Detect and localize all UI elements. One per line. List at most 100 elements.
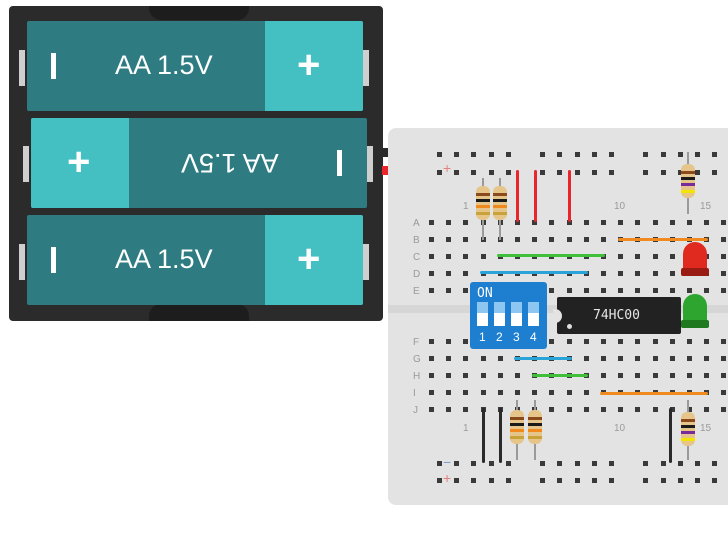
breadboard-hole[interactable] <box>463 220 468 225</box>
breadboard-hole[interactable] <box>471 478 476 483</box>
resistor[interactable] <box>510 410 524 444</box>
breadboard-hole[interactable] <box>567 407 572 412</box>
breadboard-hole[interactable] <box>653 407 658 412</box>
breadboard-hole[interactable] <box>601 271 606 276</box>
breadboard-hole[interactable] <box>670 254 675 259</box>
breadboard-hole[interactable] <box>506 170 511 175</box>
breadboard-hole[interactable] <box>557 461 562 466</box>
jumper-wire-black[interactable] <box>499 408 502 463</box>
breadboard-hole[interactable] <box>429 390 434 395</box>
breadboard-hole[interactable] <box>661 461 666 466</box>
jumper-wire-green[interactable] <box>497 254 605 257</box>
breadboard-hole[interactable] <box>609 478 614 483</box>
breadboard-hole[interactable] <box>670 407 675 412</box>
breadboard-hole[interactable] <box>489 478 494 483</box>
breadboard-hole[interactable] <box>695 478 700 483</box>
breadboard-hole[interactable] <box>721 356 726 361</box>
dip-switch-toggle-2[interactable] <box>494 302 505 326</box>
breadboard-hole[interactable] <box>498 390 503 395</box>
breadboard-hole[interactable] <box>635 254 640 259</box>
breadboard-hole[interactable] <box>653 288 658 293</box>
breadboard-hole[interactable] <box>463 237 468 242</box>
jumper-wire-black[interactable] <box>669 408 672 463</box>
breadboard-hole[interactable] <box>635 220 640 225</box>
breadboard-hole[interactable] <box>540 461 545 466</box>
resistor[interactable] <box>476 186 490 220</box>
breadboard-hole[interactable] <box>463 356 468 361</box>
battery-cell-2[interactable]: + AA 1.5V <box>31 118 367 208</box>
breadboard-hole[interactable] <box>712 461 717 466</box>
resistor[interactable] <box>528 410 542 444</box>
breadboard-hole[interactable] <box>575 478 580 483</box>
breadboard-hole[interactable] <box>618 373 623 378</box>
breadboard-hole[interactable] <box>471 152 476 157</box>
breadboard-hole[interactable] <box>575 170 580 175</box>
breadboard-hole[interactable] <box>643 170 648 175</box>
breadboard-hole[interactable] <box>429 220 434 225</box>
breadboard-hole[interactable] <box>549 237 554 242</box>
breadboard-hole[interactable] <box>454 478 459 483</box>
breadboard-hole[interactable] <box>601 220 606 225</box>
jumper-wire-red[interactable] <box>568 170 571 222</box>
breadboard-hole[interactable] <box>549 407 554 412</box>
battery-holder[interactable]: AA 1.5V + + AA 1.5V AA 1.5V + <box>9 6 383 321</box>
breadboard-hole[interactable] <box>609 461 614 466</box>
breadboard-hole[interactable] <box>489 152 494 157</box>
breadboard-hole[interactable] <box>549 288 554 293</box>
breadboard-hole[interactable] <box>721 339 726 344</box>
breadboard-hole[interactable] <box>506 152 511 157</box>
breadboard-hole[interactable] <box>678 461 683 466</box>
breadboard-hole[interactable] <box>549 220 554 225</box>
breadboard-hole[interactable] <box>567 237 572 242</box>
breadboard-hole[interactable] <box>463 288 468 293</box>
jumper-wire-red[interactable] <box>534 170 537 222</box>
breadboard-hole[interactable] <box>635 407 640 412</box>
breadboard-hole[interactable] <box>643 152 648 157</box>
breadboard-hole[interactable] <box>670 339 675 344</box>
breadboard-hole[interactable] <box>653 220 658 225</box>
breadboard-hole[interactable] <box>471 461 476 466</box>
breadboard-hole[interactable] <box>653 339 658 344</box>
breadboard-hole[interactable] <box>489 170 494 175</box>
breadboard-hole[interactable] <box>515 373 520 378</box>
breadboard-hole[interactable] <box>446 339 451 344</box>
breadboard-hole[interactable] <box>687 407 692 412</box>
breadboard-hole[interactable] <box>446 407 451 412</box>
breadboard-hole[interactable] <box>712 152 717 157</box>
breadboard-hole[interactable] <box>463 407 468 412</box>
breadboard-hole[interactable] <box>557 152 562 157</box>
breadboard-hole[interactable] <box>557 478 562 483</box>
breadboard-hole[interactable] <box>506 478 511 483</box>
breadboard-hole[interactable] <box>601 339 606 344</box>
breadboard-hole[interactable] <box>721 390 726 395</box>
breadboard-hole[interactable] <box>532 390 537 395</box>
breadboard-hole[interactable] <box>618 254 623 259</box>
breadboard-hole[interactable] <box>540 478 545 483</box>
resistor[interactable] <box>681 412 695 446</box>
breadboard-hole[interactable] <box>704 220 709 225</box>
breadboard-hole[interactable] <box>584 220 589 225</box>
breadboard-hole[interactable] <box>549 339 554 344</box>
breadboard-hole[interactable] <box>584 237 589 242</box>
breadboard-hole[interactable] <box>429 271 434 276</box>
breadboard-hole[interactable] <box>635 339 640 344</box>
breadboard-hole[interactable] <box>463 254 468 259</box>
dip-switch-toggle-1[interactable] <box>477 302 488 326</box>
breadboard-hole[interactable] <box>446 271 451 276</box>
breadboard-hole[interactable] <box>670 288 675 293</box>
breadboard-hole[interactable] <box>446 356 451 361</box>
breadboard-hole[interactable] <box>446 220 451 225</box>
jumper-wire-black[interactable] <box>482 408 485 463</box>
breadboard-hole[interactable] <box>601 373 606 378</box>
breadboard-hole[interactable] <box>429 237 434 242</box>
breadboard-hole[interactable] <box>567 288 572 293</box>
breadboard-hole[interactable] <box>540 152 545 157</box>
breadboard-hole[interactable] <box>592 170 597 175</box>
breadboard-hole[interactable] <box>601 407 606 412</box>
breadboard-hole[interactable] <box>481 373 486 378</box>
resistor[interactable] <box>681 164 695 198</box>
breadboard-hole[interactable] <box>454 152 459 157</box>
breadboard-hole[interactable] <box>446 237 451 242</box>
breadboard-hole[interactable] <box>567 220 572 225</box>
breadboard-hole[interactable] <box>446 373 451 378</box>
